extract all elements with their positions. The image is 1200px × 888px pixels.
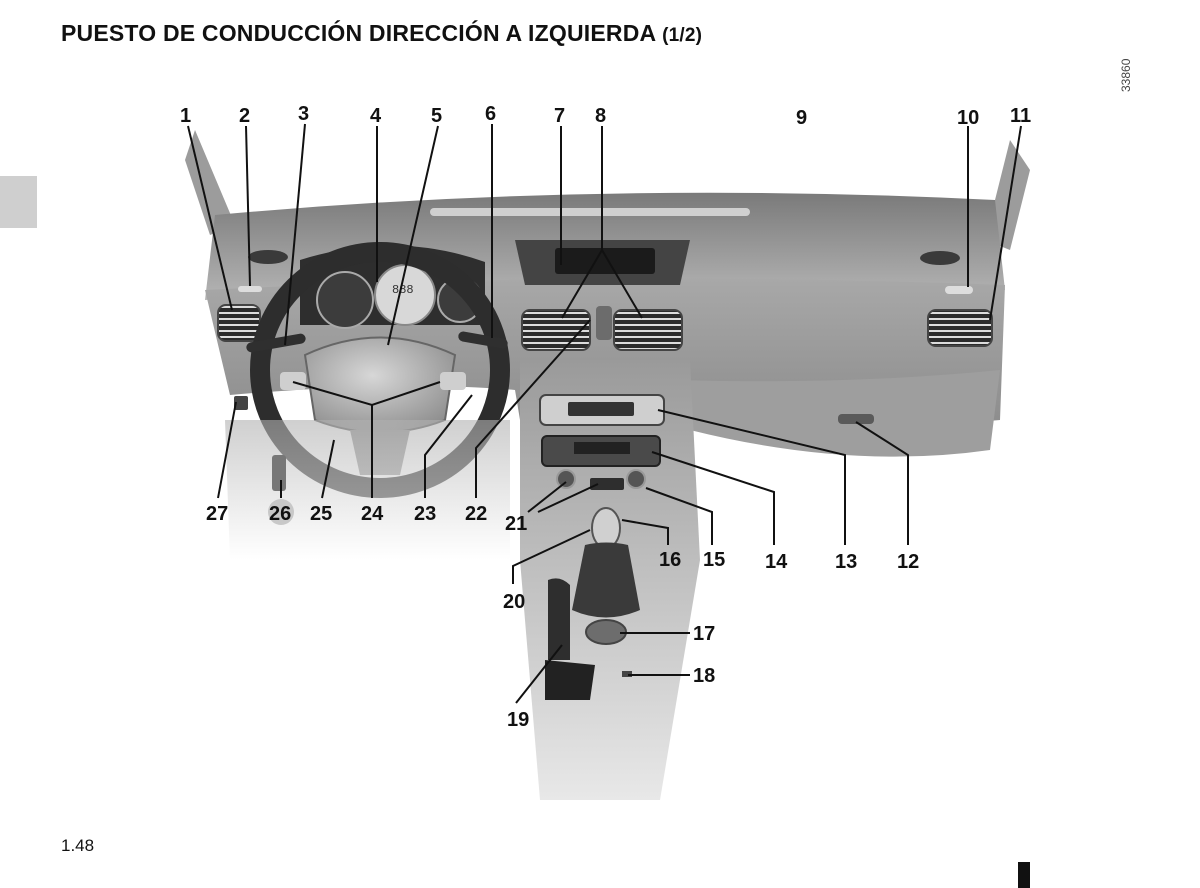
- pedal: [272, 455, 286, 491]
- display-digits: 888: [392, 283, 414, 297]
- callout-7: 7: [554, 105, 565, 127]
- tachometer: [316, 271, 374, 329]
- page-number: 1.48: [61, 836, 95, 855]
- page-title: PUESTO DE CONDUCCIÓN DIRECCIÓN A IZQUIER…: [61, 20, 702, 47]
- gear-boot: [572, 542, 640, 618]
- lights-stalk: [246, 333, 306, 353]
- handbrake-boot: [545, 660, 595, 700]
- callout-8: 8: [595, 105, 606, 127]
- section-tab: [0, 176, 37, 228]
- callout-18: 18: [693, 665, 715, 687]
- callout-22: 22: [465, 503, 487, 525]
- leader-14: [651, 451, 775, 545]
- leader-lines: [187, 123, 1022, 704]
- callout-6: 6: [485, 103, 496, 125]
- leader-3: [284, 123, 306, 346]
- right-console-knob: [626, 469, 646, 489]
- leader-20: [512, 529, 591, 584]
- callout-13: 13: [835, 551, 857, 573]
- accessory-socket: [622, 671, 632, 677]
- callout-4: 4: [370, 105, 382, 127]
- leader-13: [657, 409, 846, 545]
- leader-2: [245, 125, 251, 287]
- callout-14: 14: [765, 551, 788, 573]
- callout-numbers: 1 2 3 4 5 6 7 8 9 10 11 12 13 14 15 16 1…: [180, 103, 1031, 731]
- callout-10: 10: [957, 107, 979, 129]
- centre-right-vent: [613, 309, 683, 351]
- callout-2: 2: [239, 105, 250, 127]
- callout-11: 11: [1010, 105, 1031, 127]
- right-side-vent: [927, 309, 993, 347]
- leader-15: [645, 487, 713, 545]
- leader-19: [515, 644, 563, 704]
- page-edge-marker: [1018, 862, 1030, 888]
- callout-23: 23: [414, 503, 436, 525]
- right-speaker: [920, 251, 960, 265]
- left-speaker: [248, 250, 288, 264]
- leader-16: [621, 519, 669, 545]
- leader-21b: [537, 483, 599, 513]
- glovebox-handle: [838, 414, 874, 424]
- callout-1: 1: [180, 105, 191, 127]
- lower-left-panel-switch: [234, 396, 248, 410]
- callout-16: 16: [659, 549, 681, 571]
- page-title-text: PUESTO DE CONDUCCIÓN DIRECCIÓN A IZQUIER…: [61, 20, 656, 46]
- leader-23: [424, 394, 473, 498]
- leader-5: [387, 125, 439, 346]
- leader-1: [187, 125, 233, 311]
- defrost-strip: [430, 208, 750, 216]
- callout-9: 9: [796, 107, 807, 129]
- passenger-lower-panel: [675, 370, 1000, 457]
- page-title-part: (1/2): [662, 25, 703, 46]
- speedometer-display: [374, 264, 436, 326]
- gear-knob: [591, 507, 621, 549]
- left-side-vent: [217, 304, 261, 342]
- right-demist-vent: [945, 286, 973, 294]
- handbrake-lever: [548, 578, 570, 660]
- left-console-knob: [556, 469, 576, 489]
- hazard-button: [596, 306, 612, 340]
- callout-3: 3: [298, 103, 309, 125]
- callout-20: 20: [503, 591, 525, 613]
- leader-11: [989, 125, 1022, 321]
- callout-5: 5: [431, 105, 442, 127]
- left-spoke-controls: [280, 372, 306, 390]
- callout-12: 12: [897, 551, 919, 573]
- centre-display: [555, 248, 655, 274]
- leader-21: [527, 481, 567, 513]
- storage-slot: [590, 478, 624, 490]
- driver-footwell: [225, 420, 510, 560]
- left-demist-vent: [238, 286, 262, 292]
- callout-26-circle: [268, 499, 294, 525]
- callout-19: 19: [507, 709, 529, 731]
- leader-12: [855, 421, 909, 545]
- leader-27: [217, 401, 237, 499]
- leader-22: [475, 319, 591, 498]
- left-a-pillar: [185, 130, 235, 235]
- callout-21: 21: [505, 513, 527, 535]
- callout-17: 17: [693, 623, 715, 645]
- leader-25: [321, 439, 335, 499]
- callout-15: 15: [703, 549, 725, 571]
- wiper-stalk: [458, 331, 508, 349]
- right-spoke-controls: [440, 372, 466, 390]
- callout-26: 26: [269, 503, 291, 525]
- radio-display: [574, 442, 630, 454]
- callout-25: 25: [310, 503, 332, 525]
- callout-27: 27: [206, 503, 228, 525]
- climate-display: [568, 402, 634, 416]
- callout-24: 24: [361, 503, 384, 525]
